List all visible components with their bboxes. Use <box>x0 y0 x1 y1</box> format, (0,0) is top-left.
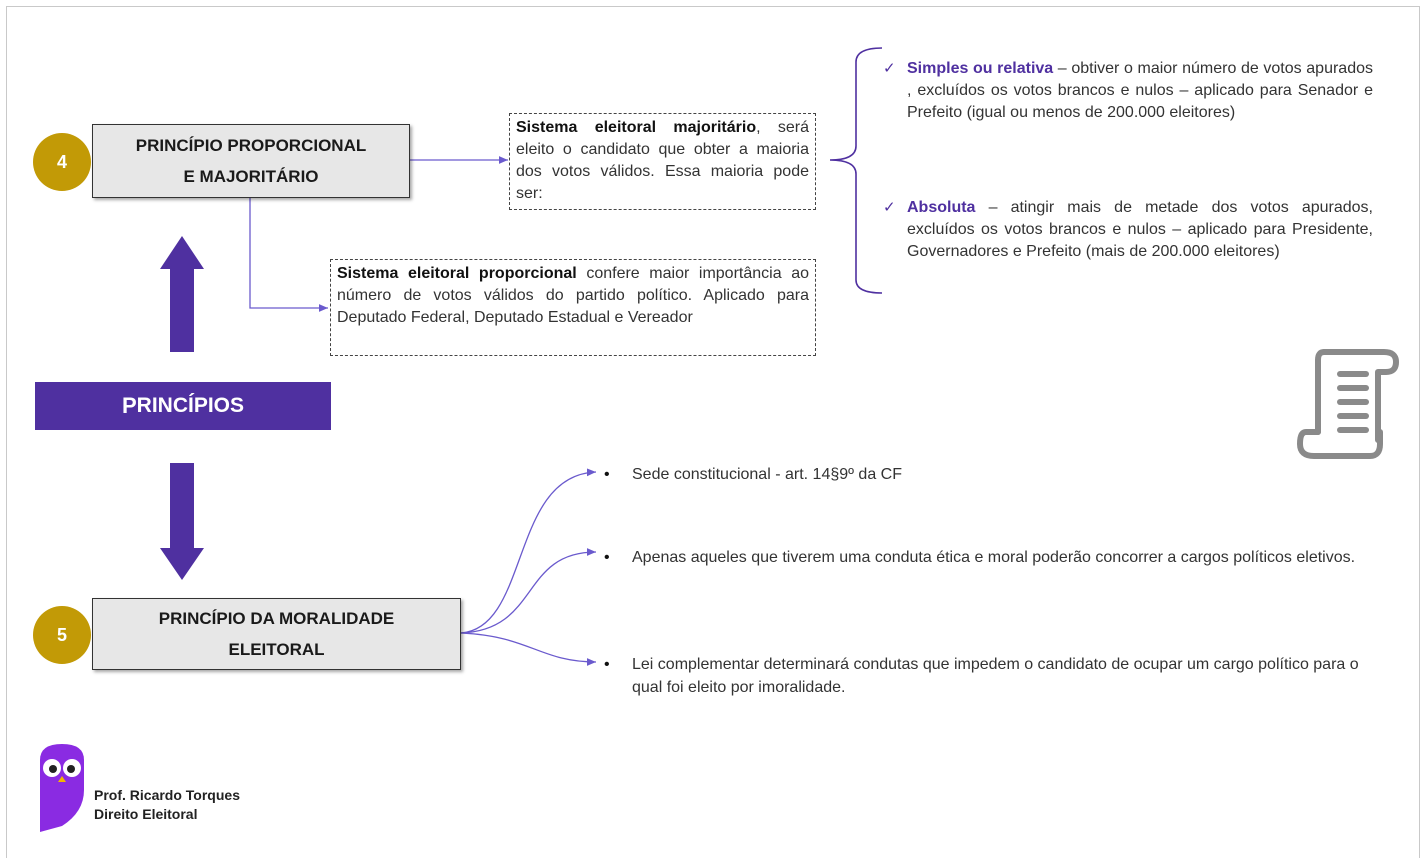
principle-4-title-line2: e majoritário <box>183 167 319 186</box>
connector-to-proporcional <box>249 198 328 312</box>
principle-5-box: Princípio da moralidade eleitoral <box>92 598 461 670</box>
principle-4-title-line1: Princípio proporcional <box>135 136 367 155</box>
majoritario-box: Sistema eleitoral majoritário, será elei… <box>509 113 816 210</box>
principios-label: Princípios <box>35 382 331 430</box>
connector-moralidade-1 <box>460 468 597 634</box>
maioria-absoluta-item: ✓ Absoluta – atingir mais de metade dos … <box>883 197 1373 263</box>
proporcional-box: Sistema eleitoral proporcional confere m… <box>330 259 816 356</box>
principle-5-title-line1: Princípio da moralidade <box>158 609 395 628</box>
principle-5-badge: 5 <box>33 606 91 664</box>
principle-4-box: Princípio proporcional e majoritário <box>92 124 410 198</box>
bullet-icon: • <box>604 656 610 673</box>
maioria-simples-item: ✓ Simples ou relativa – obtiver o maior … <box>883 58 1373 124</box>
moralidade-item-text: Sede constitucional - art. 14§9º da CF <box>632 466 902 483</box>
curly-brace <box>829 47 883 294</box>
principios-label-rest: rincípios <box>136 394 245 417</box>
moralidade-item: • Lei complementar determinará condutas … <box>604 653 1380 699</box>
principle-5-number: 5 <box>56 624 67 645</box>
maioria-simples-text: – obtiver o maior número de votos apurad… <box>907 60 1373 121</box>
owl-logo-icon <box>40 744 84 832</box>
author-subject: Direito Eleitoral <box>94 806 198 822</box>
principle-4-number: 4 <box>56 151 67 172</box>
checkmark-icon: ✓ <box>883 60 896 77</box>
moralidade-item-text: Lei complementar determinará condutas qu… <box>632 656 1359 696</box>
moralidade-item: • Apenas aqueles que tiverem uma conduta… <box>604 546 1372 569</box>
connector-moralidade-2 <box>460 548 597 634</box>
moralidade-item: • Sede constitucional - art. 14§9º da CF <box>604 463 1372 486</box>
bullet-icon: • <box>604 549 610 566</box>
bullet-icon: • <box>604 466 610 483</box>
author-name: Prof. Ricardo Torques <box>94 787 240 803</box>
principle-5-title-line2: eleitoral <box>228 640 325 659</box>
majoritario-bold: Sistema eleitoral majoritário <box>516 119 757 136</box>
maioria-simples-bold: Simples ou relativa <box>907 60 1054 77</box>
author-block: Prof. Ricardo Torques Direito Eleitoral <box>94 786 240 824</box>
checkmark-icon: ✓ <box>883 199 896 216</box>
principle-4-badge: 4 <box>33 133 91 191</box>
arrow-down-icon <box>160 463 204 580</box>
connector-moralidade-3 <box>460 632 597 666</box>
maioria-absoluta-bold: Absoluta <box>907 199 976 216</box>
majoritario-text: , será eleito o candidato que obter a ma… <box>516 119 809 202</box>
arrow-up-icon <box>160 236 204 352</box>
scroll-document-icon <box>1297 349 1399 459</box>
moralidade-item-text: Apenas aqueles que tiverem uma conduta é… <box>632 549 1356 566</box>
maioria-absoluta-text: – atingir mais de metade dos votos apura… <box>907 199 1373 260</box>
slide-frame <box>6 6 1420 858</box>
principios-label-first: P <box>121 393 137 418</box>
proporcional-bold: Sistema eleitoral proporcional <box>337 265 577 282</box>
proporcional-text: confere maior importância ao número de v… <box>337 265 809 326</box>
